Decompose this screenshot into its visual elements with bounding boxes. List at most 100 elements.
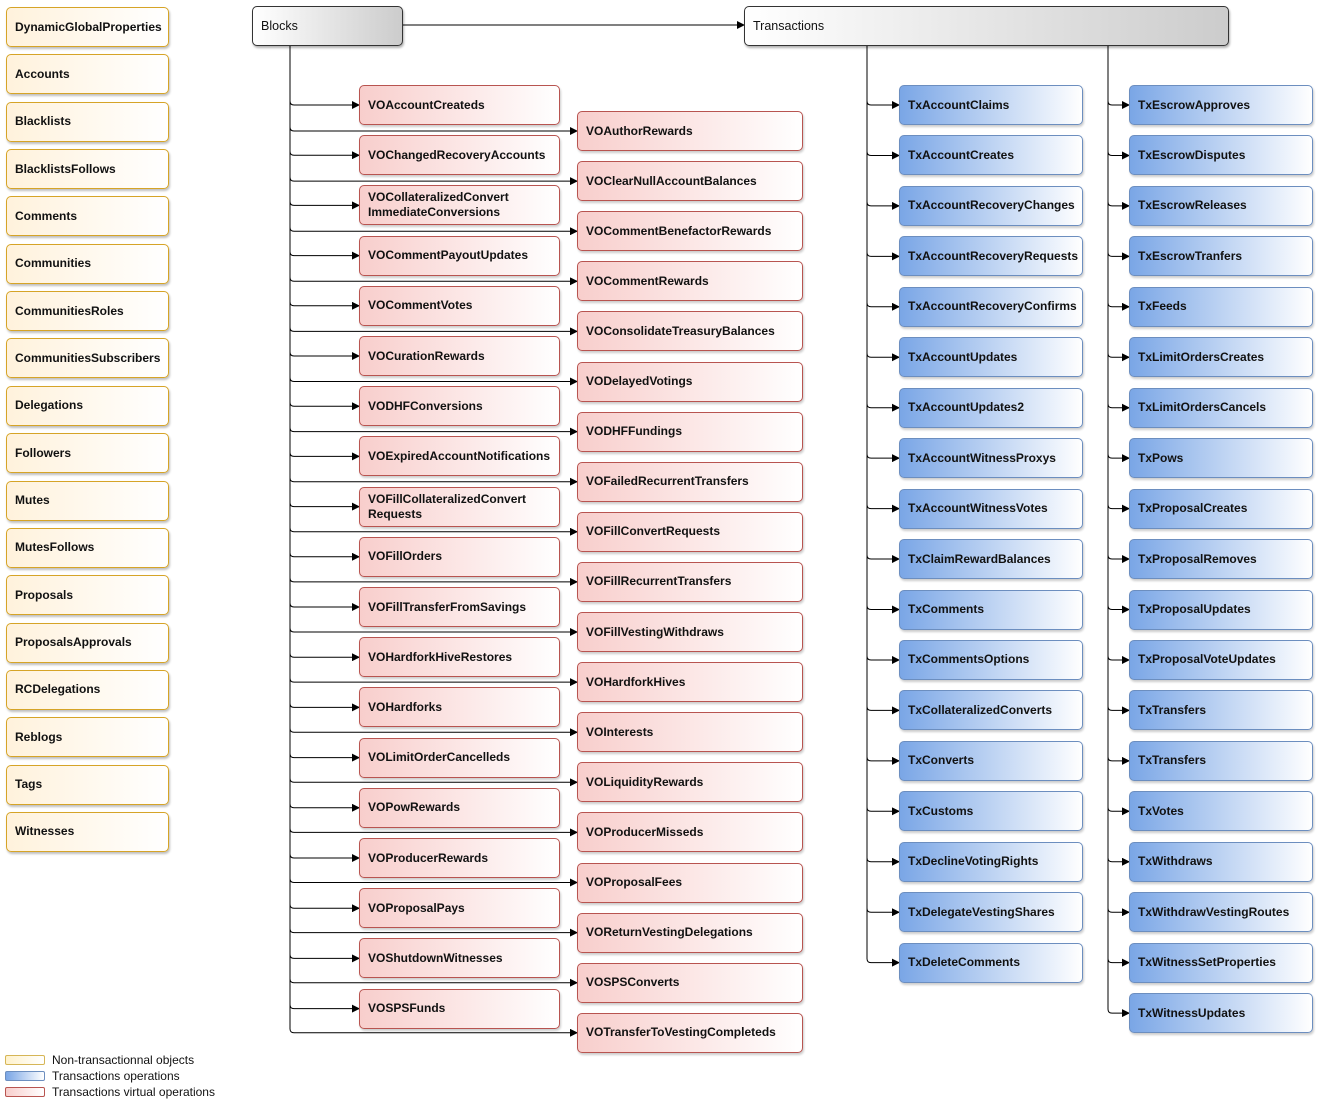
nt-rcdelegations[interactable]: RCDelegations	[6, 669, 169, 710]
tx-a-txcommentsoptions[interactable]: TxCommentsOptions	[899, 639, 1083, 680]
tx-b-0-txescrowapproves[interactable]: TxEscrowApproves	[1129, 85, 1313, 125]
tx-a-txaccountupdates[interactable]: TxAccountUpdates	[899, 337, 1083, 378]
nt-delegations[interactable]: Delegations	[6, 385, 169, 426]
vo-vocommentpayoutupdates[interactable]: VOCommentPayoutUpdates	[359, 235, 560, 276]
tx-b-9-txproposalremoves[interactable]: TxProposalRemoves	[1129, 539, 1313, 580]
vo-vofillorders[interactable]: VOFillOrders	[359, 536, 560, 577]
vo-voproducerrewards[interactable]: VOProducerRewards	[359, 838, 560, 878]
vo-voclearnullaccountbalances[interactable]: VOClearNullAccountBalances	[577, 161, 803, 202]
nt-comments[interactable]: Comments	[6, 196, 169, 237]
tx-a-txaccountwitnessproxys[interactable]: TxAccountWitnessProxys	[899, 438, 1083, 479]
tx-a-txdeletecomments[interactable]: TxDeleteComments	[899, 942, 1083, 983]
nt-mutes[interactable]: Mutes	[6, 480, 169, 521]
tx-b-2-txescrowreleases[interactable]: TxEscrowReleases	[1129, 185, 1313, 226]
tx-b-11-txproposalvoteupdates[interactable]: TxProposalVoteUpdates	[1129, 639, 1313, 680]
nt-communities[interactable]: Communities	[6, 243, 169, 284]
vo-vodhfconversions[interactable]: VODHFConversions	[359, 386, 560, 427]
vo-voliquidityrewards[interactable]: VOLiquidityRewards	[577, 762, 803, 803]
arrow-tx-a-11	[866, 46, 900, 664]
arrow-vohardforks	[289, 46, 360, 712]
tx-a-txaccountupdates2[interactable]: TxAccountUpdates2	[899, 387, 1083, 428]
tx-b-13-txtransfers[interactable]: TxTransfers	[1129, 740, 1313, 781]
tx-b-1-txescrowdisputes[interactable]: TxEscrowDisputes	[1129, 135, 1313, 176]
tx-b-5-txlimitorderscreates[interactable]: TxLimitOrdersCreates	[1129, 337, 1313, 378]
nt-tags[interactable]: Tags	[6, 764, 169, 805]
tx-a-txcomments[interactable]: TxComments	[899, 589, 1083, 630]
nt-followers[interactable]: Followers	[6, 433, 169, 474]
vo-vospsfunds[interactable]: VOSPSFunds	[359, 988, 560, 1029]
blocks-header[interactable]: Blocks	[252, 6, 403, 46]
tx-a-txaccountwitnessvotes[interactable]: TxAccountWitnessVotes	[899, 488, 1083, 529]
tx-b-6-txlimitorderscancels[interactable]: TxLimitOrdersCancels	[1129, 387, 1313, 428]
tx-a-txconverts[interactable]: TxConverts	[899, 740, 1083, 781]
nt-blacklistsfollows[interactable]: BlacklistsFollows	[6, 149, 169, 190]
vo-vodhffundings[interactable]: VODHFFundings	[577, 411, 803, 452]
transactions-header[interactable]: Transactions	[744, 6, 1229, 46]
nt-proposalsapprovals[interactable]: ProposalsApprovals	[6, 622, 169, 663]
nt-mutesfollows[interactable]: MutesFollows	[6, 527, 169, 568]
tx-b-17-txwitnesssetproperties[interactable]: TxWitnessSetProperties	[1129, 942, 1313, 983]
tx-b-18-txwitnessupdates[interactable]: TxWitnessUpdates	[1129, 993, 1313, 1034]
vo-votransfertovestingcompleteds[interactable]: VOTransferToVestingCompleteds	[577, 1012, 803, 1053]
tx-b-3-txescrowtranfers[interactable]: TxEscrowTranfers	[1129, 236, 1313, 277]
tx-b-16-txwithdrawvestingroutes[interactable]: TxWithdrawVestingRoutes	[1129, 892, 1313, 933]
vo-vohardforkhiverestores[interactable]: VOHardforkHiveRestores	[359, 637, 560, 678]
vo-voshutdownwitnesses[interactable]: VOShutdownWitnesses	[359, 938, 560, 979]
tx-a-txaccountrecoveryconfirms[interactable]: TxAccountRecoveryConfirms	[899, 286, 1083, 327]
vo-voaccountcreateds[interactable]: VOAccountCreateds	[359, 85, 560, 125]
vo-vospsconverts[interactable]: VOSPSConverts	[577, 962, 803, 1003]
vo-vocurationrewards[interactable]: VOCurationRewards	[359, 336, 560, 376]
nt-communitiessubscribers[interactable]: CommunitiesSubscribers	[6, 338, 169, 379]
vo-voproposalpays[interactable]: VOProposalPays	[359, 888, 560, 929]
vo-voreturnvestingdelegations[interactable]: VOReturnVestingDelegations	[577, 912, 803, 953]
vo-vofillrecurrenttransfers[interactable]: VOFillRecurrentTransfers	[577, 561, 803, 602]
nt-communitiesroles[interactable]: CommunitiesRoles	[6, 291, 169, 332]
nt-witnesses[interactable]: Witnesses	[6, 811, 169, 852]
vo-vodelayedvotings[interactable]: VODelayedVotings	[577, 361, 803, 402]
vo-voconsolidatetreasurybalances[interactable]: VOConsolidateTreasuryBalances	[577, 311, 803, 352]
vo-vopowrewards[interactable]: VOPowRewards	[359, 787, 560, 828]
vo-vointerests[interactable]: VOInterests	[577, 712, 803, 753]
tx-b-4-txfeeds[interactable]: TxFeeds	[1129, 286, 1313, 327]
vo-vofailedrecurrenttransfers[interactable]: VOFailedRecurrentTransfers	[577, 461, 803, 502]
nt-reblogs[interactable]: Reblogs	[6, 717, 169, 758]
vo-vocommentrewards[interactable]: VOCommentRewards	[577, 261, 803, 302]
nt-accounts[interactable]: Accounts	[6, 54, 169, 95]
tx-a-txdelegatevestingshares[interactable]: TxDelegateVestingShares	[899, 892, 1083, 933]
tx-a-txcollateralizedconverts[interactable]: TxCollateralizedConverts	[899, 690, 1083, 731]
tx-b-15-txwithdraws[interactable]: TxWithdraws	[1129, 841, 1313, 882]
tx-b-12-txtransfers[interactable]: TxTransfers	[1129, 690, 1313, 731]
vo-vofilltransferfromsavings[interactable]: VOFillTransferFromSavings	[359, 587, 560, 627]
vo-vocollateralizedconvert-immediateconversions[interactable]: VOCollateralizedConvert ImmediateConvers…	[359, 185, 560, 226]
tx-a-txaccountclaims[interactable]: TxAccountClaims	[899, 85, 1083, 125]
tx-a-txaccountrecoverychanges[interactable]: TxAccountRecoveryChanges	[899, 185, 1083, 226]
tx-b-10-txproposalupdates[interactable]: TxProposalUpdates	[1129, 589, 1313, 630]
vo-voproposalfees[interactable]: VOProposalFees	[577, 862, 803, 903]
nt-blacklists[interactable]: Blacklists	[6, 101, 169, 142]
arrow-tx-b-4	[1107, 46, 1130, 311]
tx-a-txaccountcreates[interactable]: TxAccountCreates	[899, 135, 1083, 176]
tx-b-8-txproposalcreates[interactable]: TxProposalCreates	[1129, 488, 1313, 529]
arrow-tx-b-13	[1107, 46, 1130, 765]
tx-a-txaccountrecoveryrequests[interactable]: TxAccountRecoveryRequests	[899, 236, 1083, 277]
vo-voexpiredaccountnotifications[interactable]: VOExpiredAccountNotifications	[359, 436, 560, 477]
vo-vocommentvotes[interactable]: VOCommentVotes	[359, 285, 560, 326]
tx-b-7-txpows[interactable]: TxPows	[1129, 438, 1313, 479]
arrow-tx-b-2	[1107, 46, 1130, 210]
tx-a-txcustoms[interactable]: TxCustoms	[899, 791, 1083, 832]
vo-voproducermisseds[interactable]: VOProducerMisseds	[577, 812, 803, 853]
vo-vohardforks[interactable]: VOHardforks	[359, 687, 560, 728]
vo-voauthorrewards[interactable]: VOAuthorRewards	[577, 111, 803, 151]
tx-a-txclaimrewardbalances[interactable]: TxClaimRewardBalances	[899, 539, 1083, 580]
tx-b-14-txvotes[interactable]: TxVotes	[1129, 791, 1313, 832]
vo-vocommentbenefactorrewards[interactable]: VOCommentBenefactorRewards	[577, 211, 803, 252]
vo-vofillcollateralizedconvert-requests[interactable]: VOFillCollateralizedConvert Requests	[359, 486, 560, 527]
nt-dynamicglobalproperties[interactable]: DynamicGlobalProperties	[6, 7, 169, 47]
nt-proposals[interactable]: Proposals	[6, 575, 169, 616]
vo-volimitordercancelleds[interactable]: VOLimitOrderCancelleds	[359, 737, 560, 778]
vo-vofillvestingwithdraws[interactable]: VOFillVestingWithdraws	[577, 612, 803, 652]
vo-vochangedrecoveryaccounts[interactable]: VOChangedRecoveryAccounts	[359, 135, 560, 176]
vo-vohardforkhives[interactable]: VOHardforkHives	[577, 662, 803, 703]
vo-vofillconvertrequests[interactable]: VOFillConvertRequests	[577, 511, 803, 552]
tx-a-txdeclinevotingrights[interactable]: TxDeclineVotingRights	[899, 841, 1083, 882]
